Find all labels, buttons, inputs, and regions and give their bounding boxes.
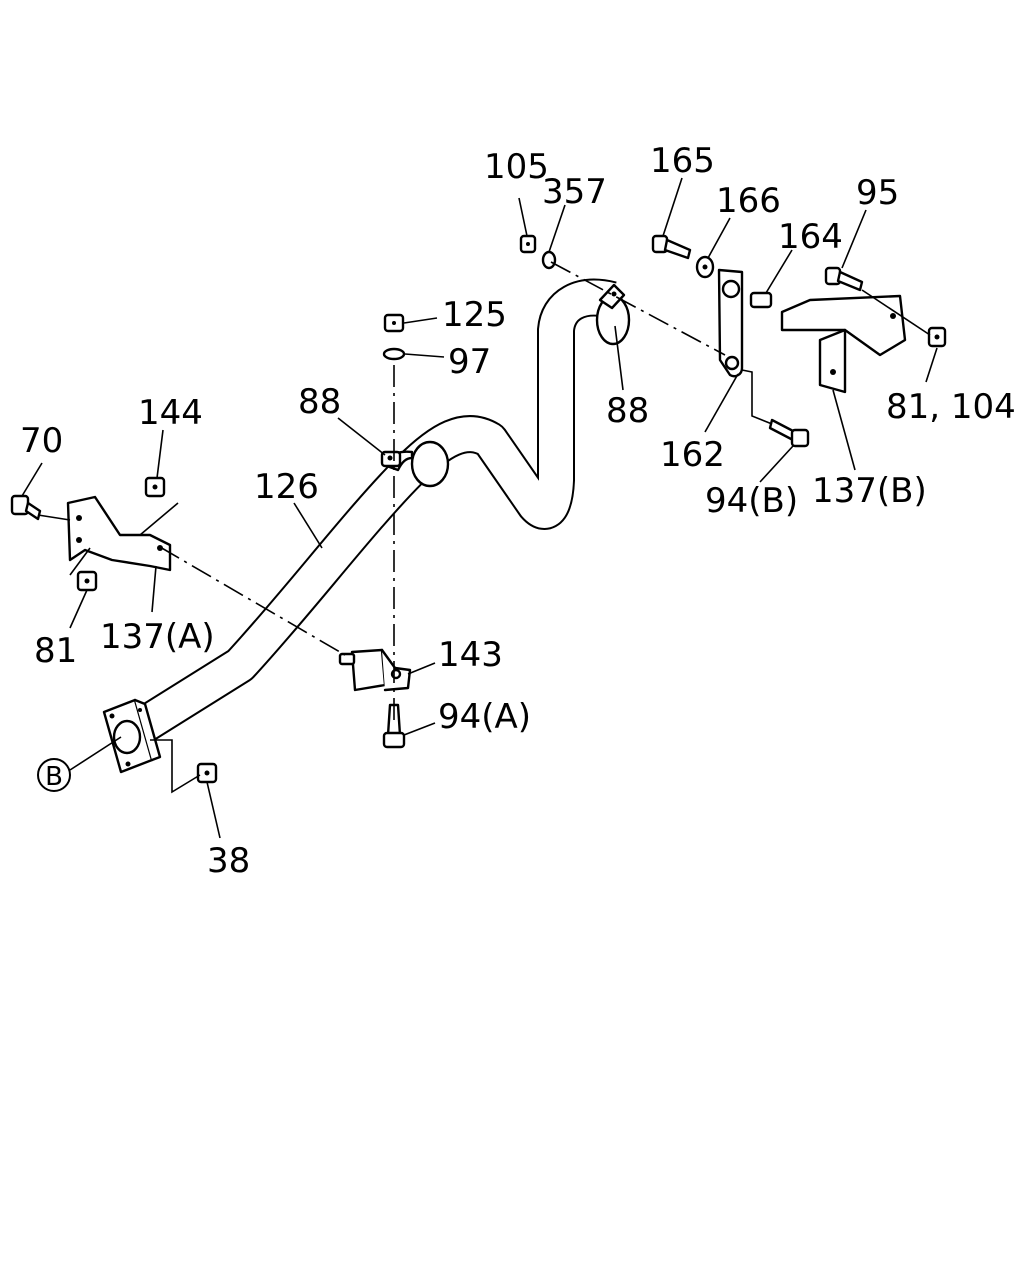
washer-166 (695, 255, 715, 279)
label-95: 95 (856, 173, 899, 213)
label-137a: 137(A) (100, 617, 215, 657)
label-70: 70 (20, 421, 63, 461)
link-162 (717, 268, 744, 378)
nut-38 (196, 762, 218, 784)
label-162: 162 (660, 435, 725, 475)
bushing-right (595, 283, 631, 346)
bolt-95 (824, 266, 864, 292)
label-166: 166 (716, 181, 781, 221)
center-lines (37, 261, 931, 794)
label-94a: 94(A) (438, 697, 531, 737)
label-137b: 137(B) (812, 471, 927, 511)
nut-144 (144, 476, 166, 498)
leader-lines (21, 177, 938, 839)
label-357: 357 (542, 172, 607, 212)
collar-164 (749, 291, 773, 309)
nut-125 (383, 313, 405, 333)
stabilizer-bar (117, 278, 617, 752)
label-126: 126 (254, 467, 319, 507)
label-81: 81 (34, 631, 77, 671)
stabilizer-end-flange (102, 698, 162, 774)
label-164: 164 (778, 217, 843, 257)
washer-357 (541, 250, 557, 270)
bracket-143 (338, 648, 412, 692)
label-88-left: 88 (298, 382, 341, 422)
bushing-left (380, 440, 450, 488)
washer-97 (382, 347, 406, 361)
label-144: 144 (138, 393, 203, 433)
bolt-94b (768, 418, 810, 448)
label-81-104: 81, 104 (886, 387, 1016, 427)
label-88-right: 88 (606, 391, 649, 431)
nut-81-104 (927, 326, 947, 348)
bolt-165 (651, 234, 692, 260)
bracket-137b (780, 294, 907, 394)
label-165: 165 (650, 141, 715, 181)
bolt-70 (10, 494, 42, 521)
label-125: 125 (442, 295, 507, 335)
nut-105 (519, 234, 537, 254)
label-94b: 94(B) (705, 481, 798, 521)
label-97: 97 (448, 342, 491, 382)
bracket-137a (66, 495, 172, 572)
part-labels: 105 357 165 166 164 95 125 97 88 88 81, … (20, 141, 1016, 881)
label-143: 143 (438, 635, 503, 675)
label-38: 38 (207, 841, 250, 881)
callout-b: B (37, 758, 71, 792)
label-105: 105 (484, 147, 549, 187)
nut-81 (76, 570, 98, 592)
callout-b-letter: B (45, 762, 63, 792)
